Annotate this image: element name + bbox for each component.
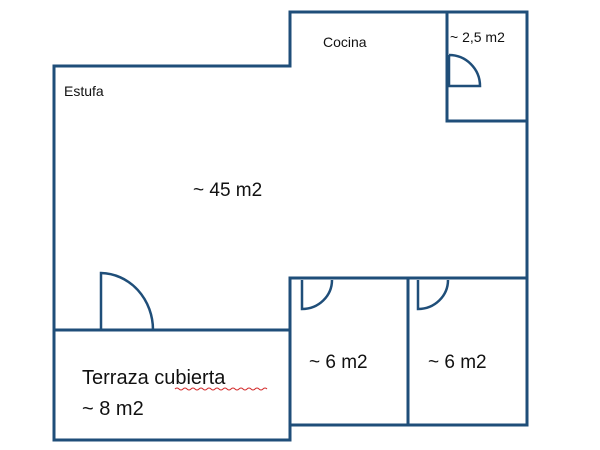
- label-terrace-name: Terraza cubierta: [82, 367, 226, 389]
- label-terrace-area: ~ 8 m2: [82, 398, 144, 420]
- label-room1-area: ~ 6 m2: [309, 352, 368, 373]
- label-kitchen: Cocina: [323, 34, 367, 50]
- spellcheck-underline: [174, 387, 268, 391]
- label-room2-area: ~ 6 m2: [428, 352, 487, 373]
- door-room2: [416, 279, 450, 311]
- door-bath: [447, 53, 482, 88]
- doors: [99, 53, 482, 331]
- label-main-area: ~ 45 m2: [193, 180, 262, 201]
- door-terrace: [99, 271, 155, 331]
- door-room1: [300, 279, 334, 311]
- label-stove: Estufa: [64, 83, 104, 99]
- interior-walls: [52, 10, 529, 442]
- label-bath-area: ~ 2,5 m2: [450, 29, 505, 45]
